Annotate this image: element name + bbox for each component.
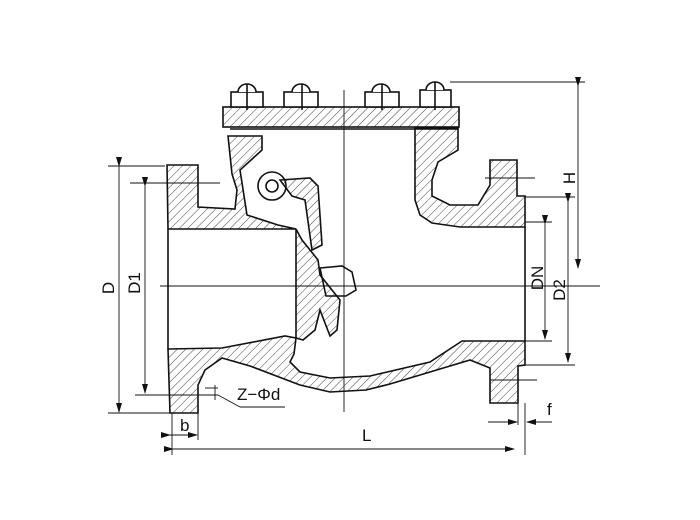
bolt [364, 83, 400, 110]
label-Z-phi-d: Z−Φd [237, 385, 280, 404]
label-b: b [180, 416, 189, 435]
hinge-pin [257, 171, 287, 201]
left-flange-upper [166, 135, 297, 230]
left-flange-lower [167, 335, 526, 414]
bolt [230, 83, 264, 110]
right-body-upper [414, 127, 526, 228]
label-D2: D2 [550, 279, 569, 301]
bolt [419, 81, 452, 110]
label-f: f [547, 400, 552, 419]
label-D: D [99, 282, 118, 294]
dimension-arrows [116, 77, 581, 452]
cover-bolts [230, 81, 452, 110]
valve-cover [222, 106, 460, 128]
disc-arm [278, 177, 323, 252]
label-D1: D1 [125, 272, 144, 294]
bolt [283, 83, 319, 110]
extension-lines [108, 81, 585, 455]
label-H: H [560, 172, 579, 184]
valve-disc [295, 228, 341, 341]
label-L: L [362, 426, 371, 445]
label-DN: DN [528, 266, 547, 291]
disc-nut [319, 265, 357, 297]
hinge-pin-inner [265, 179, 279, 193]
